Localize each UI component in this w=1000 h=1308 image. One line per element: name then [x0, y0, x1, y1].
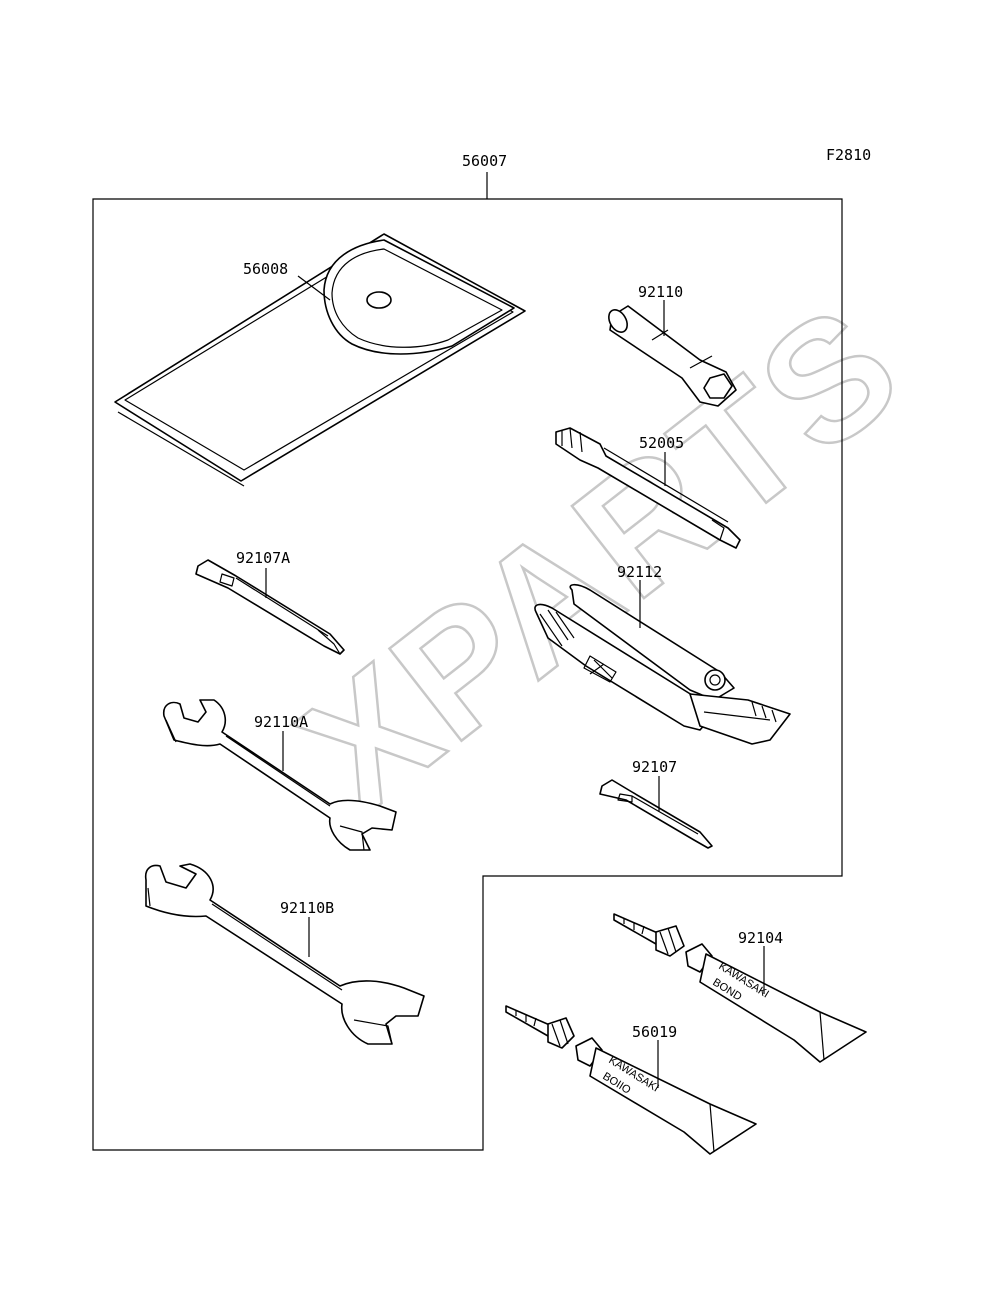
spark-plug-wrench-drawing [608, 305, 737, 407]
part-label-bond-tube-1: 92104 [738, 929, 783, 947]
wrench-b-drawing [144, 863, 425, 1045]
tool-pouch-drawing [114, 233, 526, 487]
part-label-wrench-a: 92110A [254, 713, 308, 731]
part-label-pouch: 56008 [243, 260, 288, 278]
leader-line-pouch [297, 275, 331, 301]
screwdriver-a-drawing [195, 559, 345, 655]
wrench-a-drawing [162, 699, 397, 851]
kit-frame [92, 198, 843, 1151]
part-label-kit: 56007 [462, 152, 507, 170]
part-label-pliers: 92112 [617, 563, 662, 581]
screwdriver-drawing [599, 779, 713, 849]
part-label-wrench-b: 92110B [280, 899, 334, 917]
part-label-bond-tube-2: 56019 [632, 1023, 677, 1041]
pliers-drawing [534, 583, 791, 745]
bond-tube-2-drawing: KAWASAKI BOIIO [505, 1005, 757, 1155]
part-label-screwdriver-a: 92107A [236, 549, 290, 567]
figure-code: F2810 [826, 146, 871, 164]
extension-bar-drawing [555, 427, 741, 549]
part-label-screwdriver: 92107 [632, 758, 677, 776]
part-label-extension-bar: 52005 [639, 434, 684, 452]
part-label-spark-plug-wrench: 92110 [638, 283, 683, 301]
